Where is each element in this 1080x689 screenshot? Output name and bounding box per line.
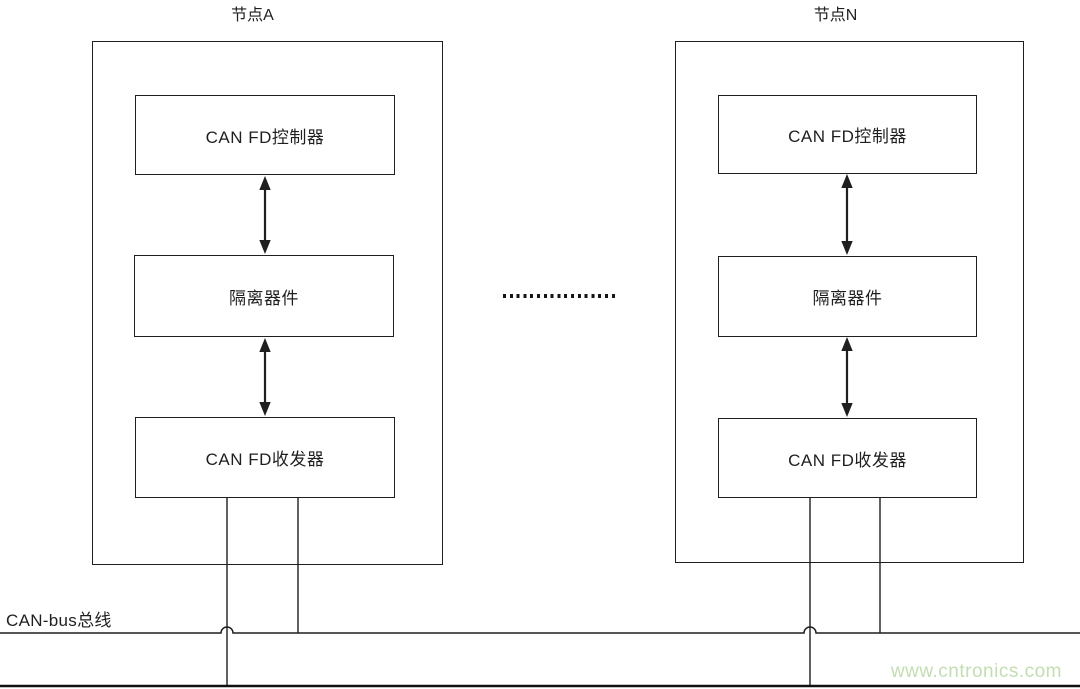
node-n-isolator-box: 隔离器件 — [718, 256, 977, 337]
node-a-outer-box — [92, 41, 443, 565]
node-a-title: 节点A — [231, 7, 274, 24]
node-n-title: 节点N — [813, 7, 858, 24]
node-a-transceiver-box: CAN FD收发器 — [135, 417, 395, 498]
can-bus-line-upper — [0, 626, 1080, 634]
node-a-isolator-box: 隔离器件 — [134, 255, 394, 337]
node-n-transceiver-box: CAN FD收发器 — [718, 418, 977, 498]
watermark: www.cntronics.com — [890, 661, 1062, 682]
bus-label: CAN-bus总线 — [6, 611, 112, 630]
node-n-outer-box — [675, 41, 1024, 563]
ellipsis-dots-icon — [503, 294, 616, 298]
node-a-controller-box: CAN FD控制器 — [135, 95, 395, 175]
node-n-controller-box: CAN FD控制器 — [718, 95, 977, 174]
